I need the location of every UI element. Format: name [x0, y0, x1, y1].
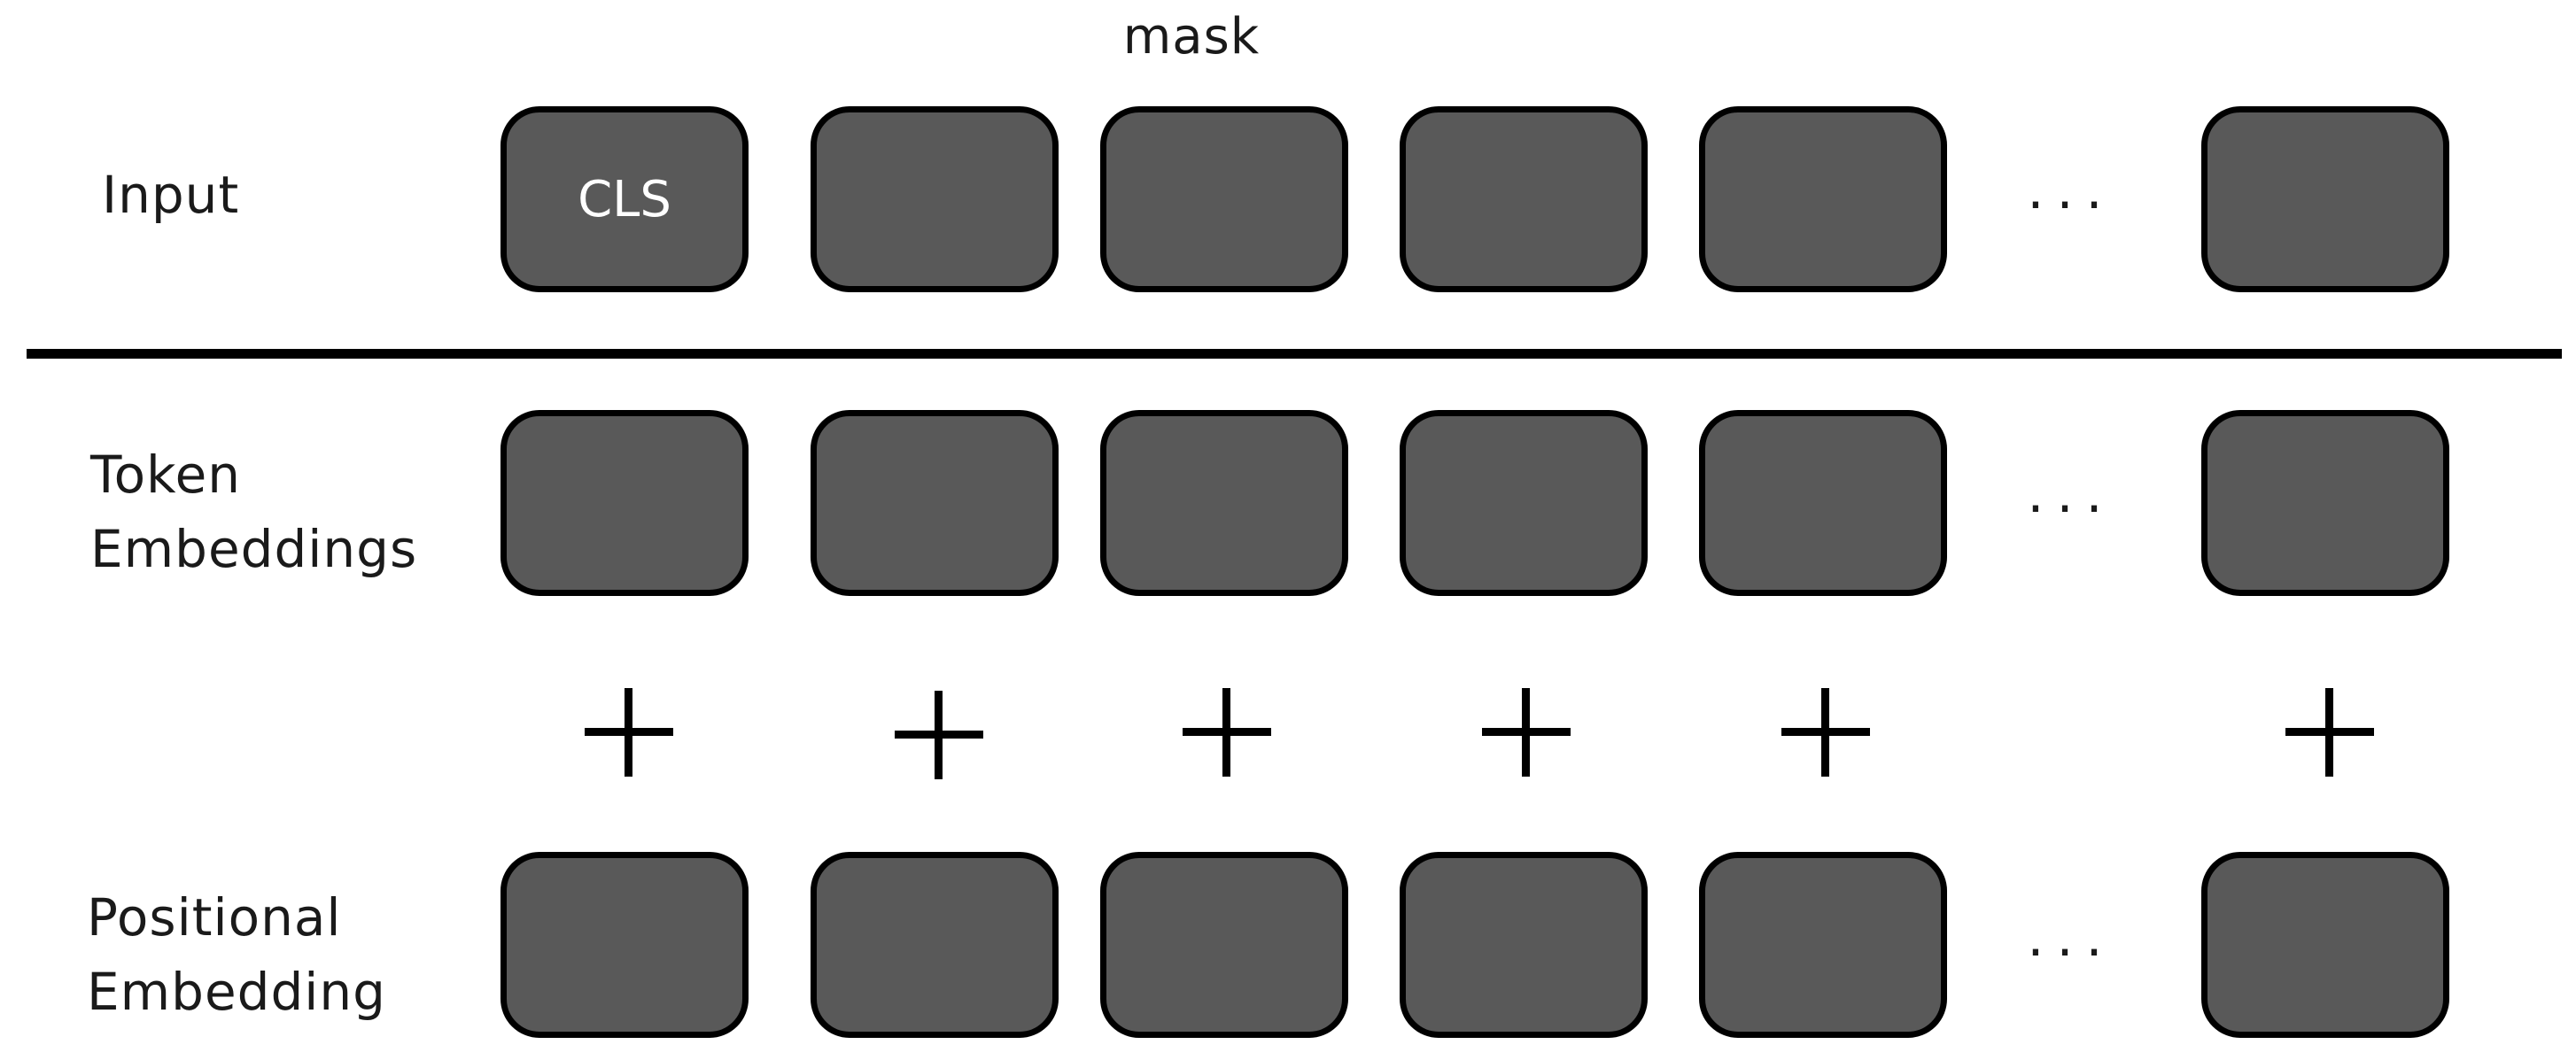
input-row-label: Input	[102, 165, 240, 225]
plus-icon	[585, 688, 673, 777]
token-embedding-box	[1400, 410, 1648, 596]
input-token-box	[1100, 106, 1348, 292]
positional-embedding-box	[811, 852, 1059, 1038]
plus-icon	[895, 691, 983, 779]
input-ellipsis: ...	[2027, 159, 2115, 221]
input-token-box-cls: CLS	[500, 106, 749, 292]
input-token-box-last	[2201, 106, 2449, 292]
token-embeddings-row-label: Token Embeddings	[90, 445, 418, 579]
positional-embedding-box-last	[2201, 852, 2449, 1038]
positional-embedding-box	[1400, 852, 1648, 1038]
positional-embedding-row: ...	[0, 852, 2576, 1038]
input-row: CLS ...	[0, 106, 2576, 292]
token-embedding-box	[1699, 410, 1947, 596]
positional-embedding-box	[500, 852, 749, 1038]
positional-embedding-box	[1699, 852, 1947, 1038]
input-token-box-mask	[811, 106, 1059, 292]
input-token-box	[1699, 106, 1947, 292]
plus-icon	[1482, 688, 1571, 777]
input-token-box	[1400, 106, 1648, 292]
token-embeddings-row: ...	[0, 410, 2576, 596]
token-embedding-box	[500, 410, 749, 596]
mask-label: mask	[1122, 8, 1261, 66]
positional-embedding-row-label: Positional Embedding	[87, 887, 386, 1022]
plus-icon	[1183, 688, 1271, 777]
positional-embedding-ellipsis: ...	[2027, 907, 2115, 969]
token-embedding-box	[811, 410, 1059, 596]
token-embedding-box-last	[2201, 410, 2449, 596]
positional-embedding-box	[1100, 852, 1348, 1038]
section-divider	[27, 349, 2562, 359]
plus-icon	[2285, 688, 2374, 777]
token-embedding-box	[1100, 410, 1348, 596]
plus-icon	[1781, 688, 1870, 777]
token-embeddings-ellipsis: ...	[2027, 463, 2115, 525]
